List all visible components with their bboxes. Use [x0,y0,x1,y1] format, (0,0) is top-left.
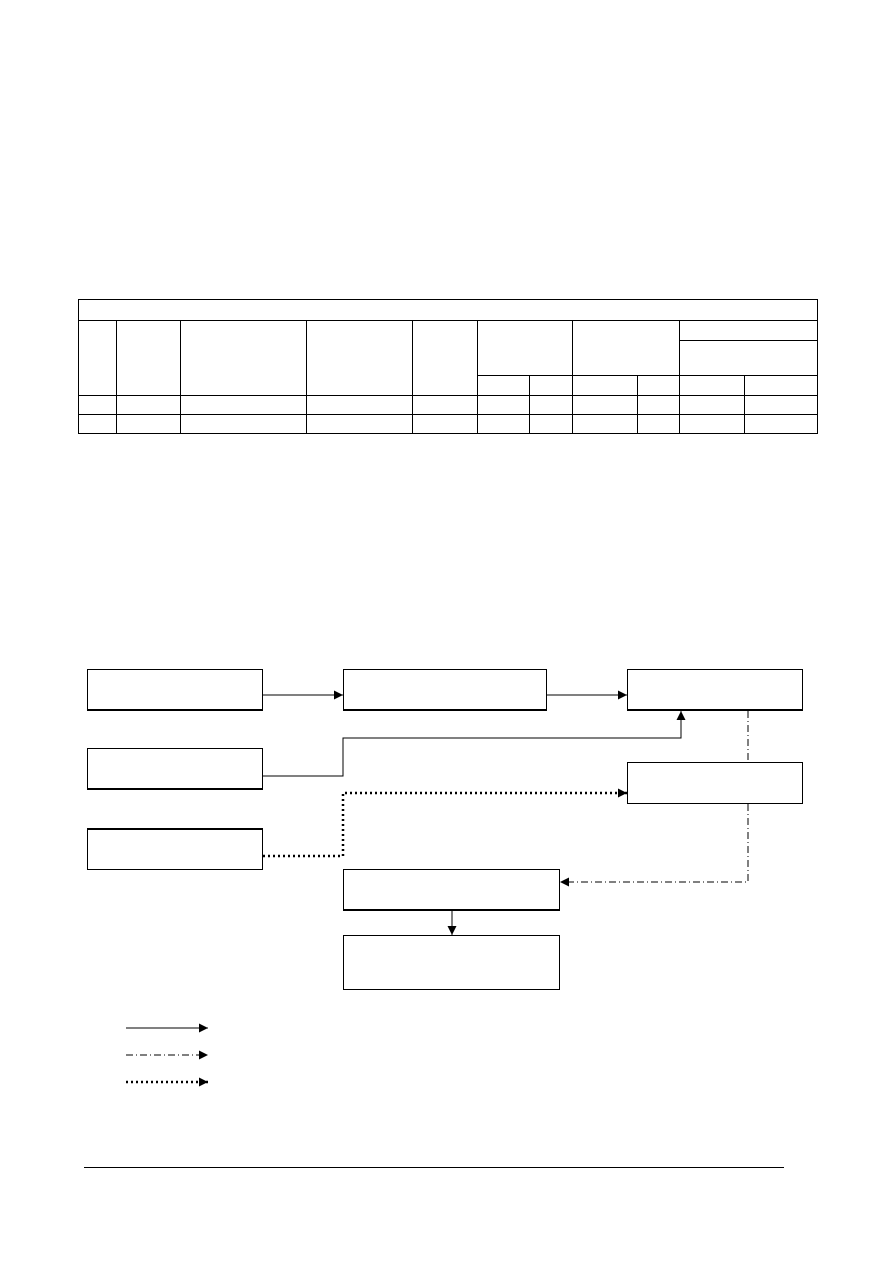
connector-dash-dot [560,804,749,887]
header-cell [412,320,478,396]
flow-box-destination-top [627,669,803,711]
flow-box-bottom [343,935,560,990]
flow-box-source-a [87,669,263,711]
data-table [77,299,819,434]
header-cell [572,320,680,376]
connector-dotted [263,788,627,858]
flow-box-lower [343,869,560,911]
table-row [78,414,819,434]
header-cell [78,320,117,396]
flow-box-source-b [87,748,263,790]
table-cell [743,414,819,434]
connector-solid [263,711,686,777]
flow-box-source-c [87,828,263,870]
flow-box-middle [343,669,547,711]
footer-rule [84,1167,784,1168]
header-cell [477,320,573,376]
flow-box-destination-middle [627,762,803,804]
header-cell [678,340,819,376]
header-cell [116,320,181,396]
